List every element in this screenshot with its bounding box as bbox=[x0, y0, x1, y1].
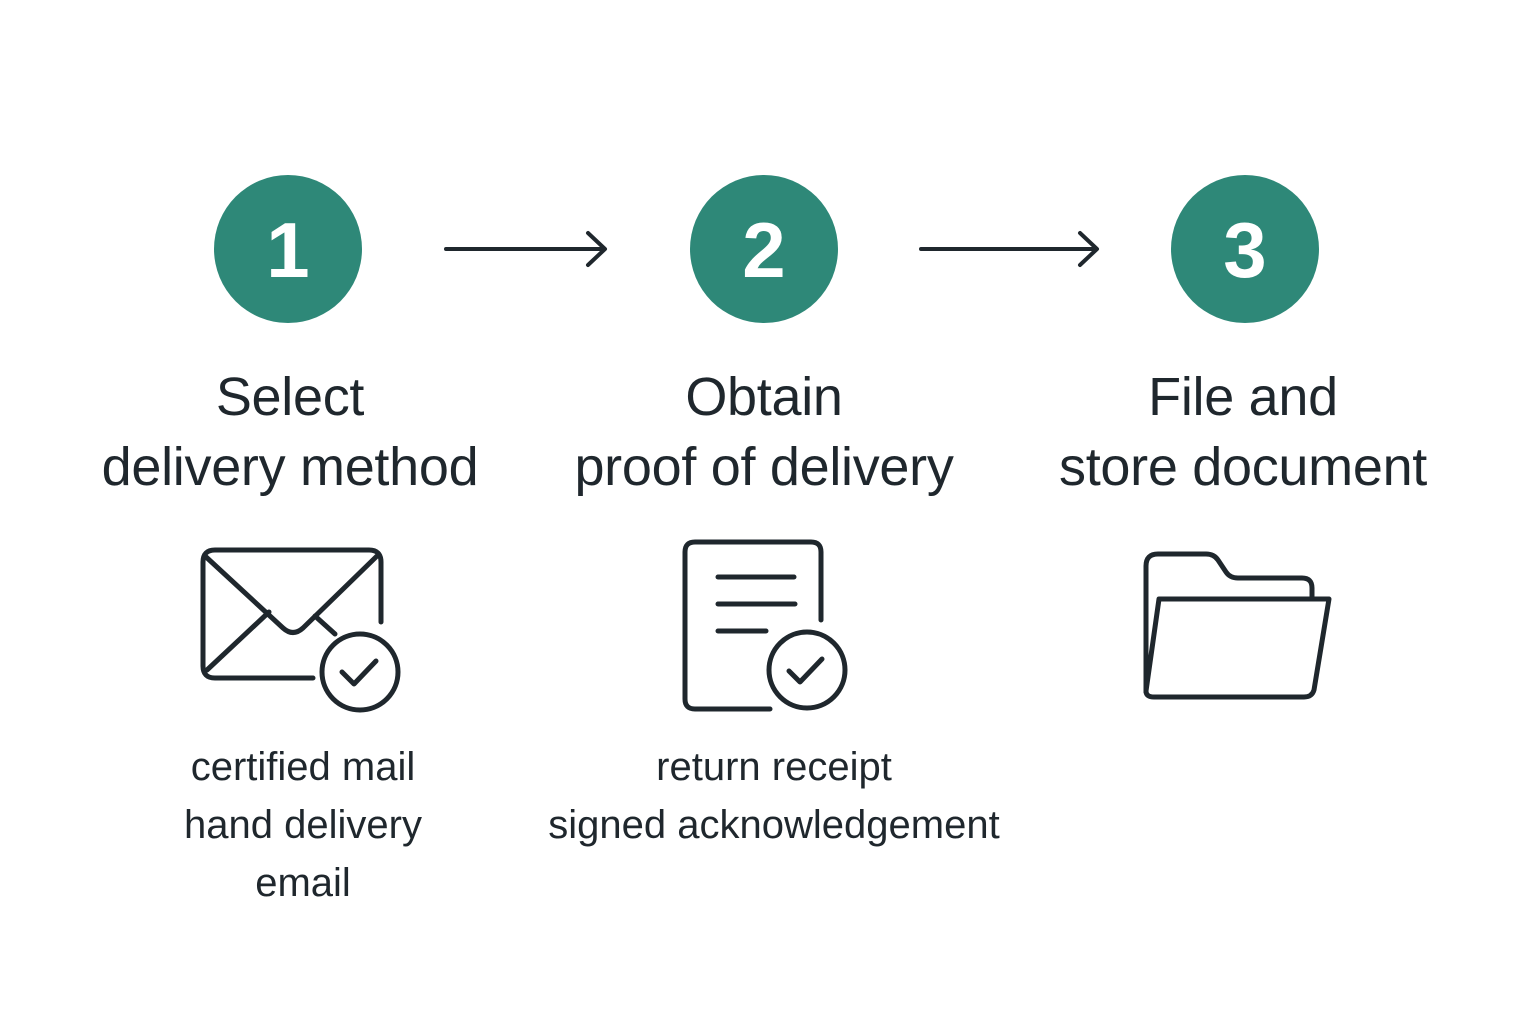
step-3-circle: 3 bbox=[1171, 175, 1319, 323]
document-check-icon bbox=[682, 539, 848, 712]
step-2-title-line2: proof of delivery bbox=[574, 437, 954, 497]
method-item: return receipt bbox=[656, 745, 892, 789]
arrow-right-icon bbox=[919, 231, 1099, 267]
step-1-methods: certified mail hand delivery email bbox=[3, 738, 603, 912]
step-2-title-line1: Obtain bbox=[685, 367, 843, 427]
step-1-title-line1: Select bbox=[215, 367, 365, 427]
method-item: email bbox=[255, 861, 351, 905]
step-3-number: 3 bbox=[1223, 206, 1267, 294]
step-3-title-line1: File and bbox=[1148, 367, 1338, 427]
method-item: certified mail bbox=[190, 745, 416, 789]
step-2-title: Obtain proof of delivery bbox=[524, 362, 1004, 502]
envelope-check-icon bbox=[200, 547, 401, 713]
method-item: signed acknowledgement bbox=[548, 803, 1000, 847]
step-2-number: 2 bbox=[742, 206, 786, 294]
step-1-circle: 1 bbox=[214, 175, 362, 323]
step-3-title-line2: store document bbox=[1059, 437, 1427, 497]
folder-icon bbox=[1143, 551, 1332, 700]
step-2-methods: return receipt signed acknowledgement bbox=[474, 738, 1074, 854]
arrow-right-icon bbox=[444, 231, 607, 267]
method-item: hand delivery bbox=[184, 803, 422, 847]
step-2-circle: 2 bbox=[690, 175, 838, 323]
step-1-title-line2: delivery method bbox=[101, 437, 479, 497]
step-1-number: 1 bbox=[266, 206, 310, 294]
step-3-title: File and store document bbox=[1003, 362, 1483, 502]
step-1-title: Select delivery method bbox=[50, 362, 530, 502]
